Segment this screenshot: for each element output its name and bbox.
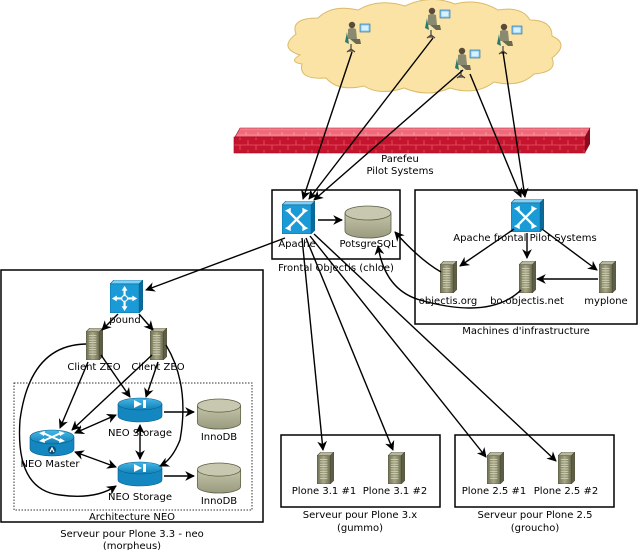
server-objectis-org-label: objectis.org <box>419 296 477 307</box>
edge-master-storage1 <box>74 414 117 434</box>
neo-architecture-caption: Architecture NEO <box>89 512 175 523</box>
edge-objectis-postgres <box>394 231 442 273</box>
innodb-2-icon[interactable] <box>196 462 242 494</box>
edge-client2-storage1 <box>144 361 159 398</box>
edge-user2-apache <box>308 37 434 200</box>
neo-server-caption-1: Serveur pour Plone 3.3 - neo <box>60 529 203 540</box>
edge-apache-plone31-2 <box>305 237 395 451</box>
client-zeo-2-icon[interactable] <box>150 328 167 360</box>
edge-frontal-myplone <box>541 228 598 271</box>
plone-25-1-icon[interactable] <box>487 452 504 484</box>
frontal-box <box>271 189 401 260</box>
edge-apache-plone31-1 <box>301 237 328 451</box>
firewall-icon <box>233 127 591 154</box>
edge-client1-master <box>58 361 89 429</box>
innodb-1-label: InnoDB <box>201 432 237 443</box>
neo-master-label: NEO Master <box>21 459 81 470</box>
client-zeo-2-label: Client ZEO <box>131 362 184 373</box>
plone-31-1-label: Plone 3.1 #1 <box>292 486 356 497</box>
server-bo-objectis-label: bo.objectis.net <box>490 296 564 307</box>
plone-25-1-label: Plone 2.5 #1 <box>462 486 526 497</box>
edge-user3-apache <box>313 69 464 201</box>
edge-user4-apache-frontal <box>502 51 529 198</box>
edge-pound-client2 <box>138 313 154 331</box>
neo-master-icon[interactable] <box>29 429 75 457</box>
edge-apache-plone25-1 <box>309 235 487 458</box>
groucho-caption-1: Serveur pour Plone 2.5 <box>478 510 593 521</box>
neo-server-box <box>0 269 264 523</box>
neo-storage-2-label: NEO Storage <box>108 492 172 503</box>
neo-storage-2-icon[interactable] <box>117 461 163 487</box>
plone-31-2-label: Plone 3.1 #2 <box>363 486 427 497</box>
neo-storage-1-icon[interactable] <box>117 397 163 423</box>
innodb-1-icon[interactable] <box>196 398 242 430</box>
client-zeo-1-icon[interactable] <box>86 328 103 360</box>
client-zeo-1-label: Client ZEO <box>67 362 120 373</box>
server-myplone-icon[interactable] <box>599 261 616 293</box>
edge-client1-storage1 <box>100 354 131 398</box>
edge-client1-storage2 <box>18 343 117 498</box>
server-myplone-label: myplone <box>584 296 627 307</box>
edge-user3-apache-frontal <box>469 73 523 198</box>
pound-label: pound <box>109 315 141 326</box>
innodb-2-label: InnoDB <box>201 496 237 507</box>
gummo-caption-1: Serveur pour Plone 3.x <box>303 510 418 521</box>
edge-frontal-objectis <box>459 228 515 267</box>
postgres-db-icon[interactable] <box>344 205 392 239</box>
plone-25-2-icon[interactable] <box>558 452 575 484</box>
edge-apache-pound <box>145 237 286 292</box>
neo-architecture-box <box>13 382 253 511</box>
server-objectis-org-icon[interactable] <box>440 261 457 293</box>
plone-31-1-icon[interactable] <box>317 452 334 484</box>
edge-master-storage2 <box>74 450 117 469</box>
edge-client2-storage2 <box>159 344 184 467</box>
groucho-caption-2: (groucho) <box>511 523 560 534</box>
connections <box>18 37 598 498</box>
groucho-box <box>454 434 615 508</box>
edge-user1-apache <box>301 51 353 200</box>
apache-frontal-label: Apache frontal Pilot Systems <box>453 233 596 244</box>
edge-bo-postgres <box>374 245 522 309</box>
postgres-label: PotsgreSQL <box>339 239 397 250</box>
edge-pound-client1 <box>101 313 119 331</box>
neo-server-caption-2: (morpheus) <box>103 541 161 550</box>
pound-icon[interactable] <box>110 280 143 313</box>
gummo-caption-2: (gummo) <box>337 523 383 534</box>
plone-31-2-icon[interactable] <box>388 452 405 484</box>
apache-frontal-switch-icon[interactable] <box>511 199 544 232</box>
firewall-label-1: Parefeu <box>381 154 419 165</box>
server-bo-objectis-icon[interactable] <box>519 261 536 293</box>
gummo-box <box>280 434 441 508</box>
apache-label: Apache <box>278 239 315 250</box>
apache-switch-icon[interactable] <box>282 201 315 234</box>
internet-cloud <box>287 0 562 94</box>
firewall-label-2: Pilot Systems <box>366 166 433 177</box>
edge-apache-plone25-2 <box>313 233 557 462</box>
infra-caption: Machines d'infrastructure <box>462 326 590 337</box>
plone-25-2-label: Plone 2.5 #2 <box>534 486 598 497</box>
